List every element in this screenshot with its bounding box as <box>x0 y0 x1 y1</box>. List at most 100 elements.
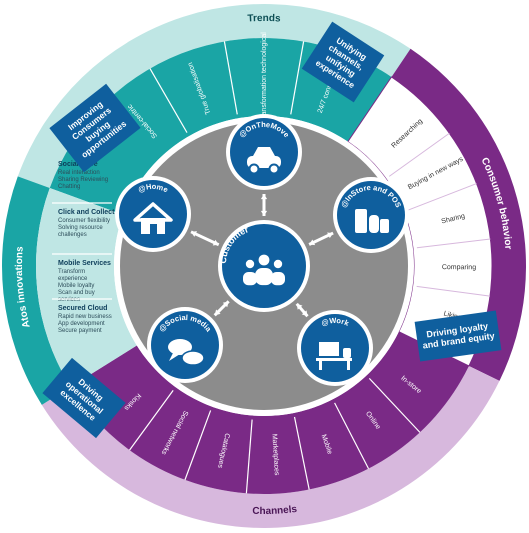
atos-innovation-line: experience <box>58 276 88 282</box>
unifying-channels-callout-box <box>301 21 385 103</box>
trends-title-path: Trends <box>247 13 281 25</box>
arrow-head <box>327 232 334 239</box>
arrow-head <box>214 309 221 316</box>
arrow-head <box>260 210 268 216</box>
trends-items-band <box>49 38 392 215</box>
bubble-shape <box>181 350 205 366</box>
person-head <box>273 259 283 269</box>
channels-items-band <box>70 331 469 494</box>
node-speech-bubbles: @Social media <box>147 307 223 383</box>
trends-divider <box>149 68 188 133</box>
person-body <box>271 272 285 286</box>
car-icon <box>247 147 281 175</box>
arrow-head <box>260 194 268 200</box>
channels-divider <box>293 416 310 490</box>
car-roof <box>253 147 275 156</box>
atos-innovation-line: Rapid new business <box>58 314 112 320</box>
bubble-tail <box>169 353 180 361</box>
atos-innovation-line: Sharing Reviewing <box>58 177 108 183</box>
carton-shape <box>355 209 367 233</box>
house-icon <box>133 202 173 234</box>
channels-title-path: Channels <box>252 504 298 517</box>
customer-hub <box>222 224 306 308</box>
arrow-head <box>191 231 197 237</box>
bottle-shape <box>369 215 379 233</box>
channels-divider <box>368 377 421 433</box>
node-products: @InStore and POS <box>333 177 409 253</box>
atos-innovation-line: Real interaction <box>58 170 100 176</box>
consumer-behavior-title-band <box>391 48 526 381</box>
atos-innovation-line: Mobile loyalty <box>58 283 94 289</box>
arrow-head <box>309 239 316 246</box>
atos-items-band <box>36 188 137 387</box>
chair-shape <box>343 348 351 358</box>
double-arrow-icon <box>295 302 309 318</box>
trends-title-band <box>17 4 411 189</box>
house-door <box>150 224 157 234</box>
desk-leg <box>319 361 322 370</box>
atos-innovation-title: Mobile Services <box>58 260 111 267</box>
channels-divider <box>184 410 212 481</box>
node-house: @Home <box>115 176 191 252</box>
atos-innovation-line: App development <box>58 321 105 327</box>
node-desk: @Work <box>297 310 373 386</box>
person-body <box>255 268 273 286</box>
arrow-head <box>301 310 308 317</box>
atos-innovation-line: Solving resource <box>58 225 103 231</box>
double-arrow-icon <box>308 231 334 246</box>
channels-title: Channels <box>252 504 298 517</box>
channels-divider <box>334 402 370 469</box>
atos-innovation-line: services <box>58 297 80 303</box>
consumer-behavior-item: Liking <box>443 310 463 321</box>
person-body <box>243 272 257 286</box>
person-head <box>245 259 255 269</box>
person-head <box>258 254 270 266</box>
atos-innovation-line: Chatting <box>58 184 80 190</box>
arrow-head <box>296 303 303 310</box>
trends-divider <box>290 41 305 115</box>
atos-innovation-line: challenges <box>58 232 87 238</box>
atos-innovation-line: Transform <box>58 269 85 275</box>
desk-icon <box>316 342 352 370</box>
consumer-behavior-divider <box>416 238 491 249</box>
consumer-behavior-item: Comparing <box>442 264 476 271</box>
bubble-shape <box>168 339 192 355</box>
callouts: Unifyingchannels,unifyingexperienceImpro… <box>42 21 502 439</box>
double-arrow-icon <box>190 230 220 247</box>
channels-divider <box>245 419 253 494</box>
node-car: @OnTheMove <box>226 114 302 190</box>
desk-leg <box>347 361 350 370</box>
channels-item: Marketplaces <box>270 434 280 476</box>
consumer-behavior-divider <box>416 285 491 297</box>
channels-title-band <box>41 365 500 528</box>
trends-divider <box>223 41 238 115</box>
atos-innovation-title: Click and Collect <box>58 209 115 216</box>
atos-innovation-line: Secure payment <box>58 328 102 334</box>
arrow-head <box>212 239 219 246</box>
desk-top <box>316 358 352 361</box>
products-icon <box>355 209 389 233</box>
consumer-behavior-divider <box>407 183 477 211</box>
atos-innovation-line: Consumer flexibility <box>58 218 110 224</box>
trends-item: Transformation technological <box>261 32 268 122</box>
improving-opportunities-callout-box <box>49 83 141 173</box>
consumer-behavior-divider <box>388 132 450 177</box>
channels-divider <box>129 390 174 451</box>
atos-innovation-title: Secured Cloud <box>58 305 107 312</box>
double-arrow-icon <box>260 194 268 216</box>
atos-title-band <box>2 176 71 405</box>
speech-bubbles-icon <box>168 339 205 366</box>
center-disc: Customer@OnTheMove@InStore and POS@Work@… <box>114 114 414 416</box>
driving-loyalty-callout-box <box>414 310 502 362</box>
double-arrow-icon <box>213 300 230 317</box>
node-disc <box>119 180 187 248</box>
car-wheel <box>268 163 280 175</box>
can-shape <box>380 219 389 233</box>
